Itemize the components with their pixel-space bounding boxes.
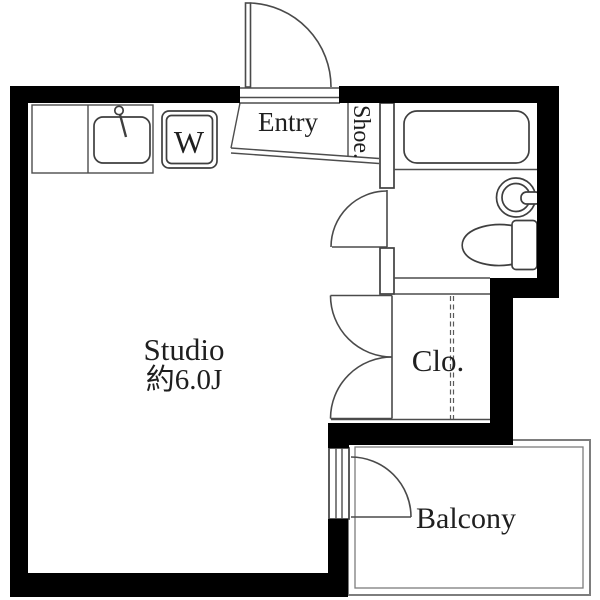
entry-area [230, 2, 380, 165]
shoe-cabinet-label: Shoe. [348, 105, 374, 159]
entry-step-edge-lower [230, 152, 380, 165]
entry-step-edge-upper [230, 147, 380, 160]
labels: Studio 約6.0J Entry Shoe. W Clo. Balcony [144, 105, 516, 535]
bathtub [403, 110, 530, 164]
partition-wall-lower [379, 247, 395, 295]
partition-wall [379, 102, 395, 295]
entry-floor-left-edge [230, 102, 241, 149]
closet-area [329, 293, 490, 421]
bathroom-door [330, 190, 388, 248]
balcony-door-swing-arc [350, 456, 412, 518]
toilet-tank [511, 219, 538, 271]
walls [10, 86, 559, 597]
bathroom-area [394, 110, 542, 279]
wall-left [10, 86, 28, 597]
faucet-icon [113, 105, 125, 116]
wall-bottom [10, 573, 348, 597]
kitchen-counter [31, 104, 154, 174]
window-sash [328, 447, 350, 520]
wall-top-left [10, 86, 240, 103]
balcony-opening [328, 447, 412, 520]
washer-label: W [174, 124, 205, 160]
faucet-lever [118, 114, 128, 138]
studio-label: Studio [144, 332, 225, 367]
counter-outline [31, 104, 154, 174]
kitchen-sink [93, 116, 151, 164]
washing-machine [161, 110, 218, 169]
entry-door-leaf [244, 2, 252, 88]
bathroom-door-swing-arc [330, 190, 388, 248]
wall-window-upper-stub [328, 423, 349, 448]
closet-lower-door-arc [329, 356, 393, 419]
entry-door-swing-arc [250, 2, 332, 88]
wall-top-right [339, 86, 559, 103]
entry-label: Entry [258, 107, 318, 137]
wall-closet-bottom-band [328, 423, 513, 445]
balcony-label: Balcony [416, 502, 516, 535]
wall-window-lower-stub [328, 519, 348, 597]
wall-closet-right [490, 278, 513, 445]
studio-area-label: 約6.0J [146, 363, 223, 396]
wall-right [537, 86, 559, 298]
washer-inner-box [165, 114, 214, 165]
closet-upper-door-arc [329, 295, 393, 358]
partition-wall-upper [379, 102, 395, 189]
closet-label: Clo. [412, 343, 465, 378]
toilet-bowl [461, 223, 515, 267]
